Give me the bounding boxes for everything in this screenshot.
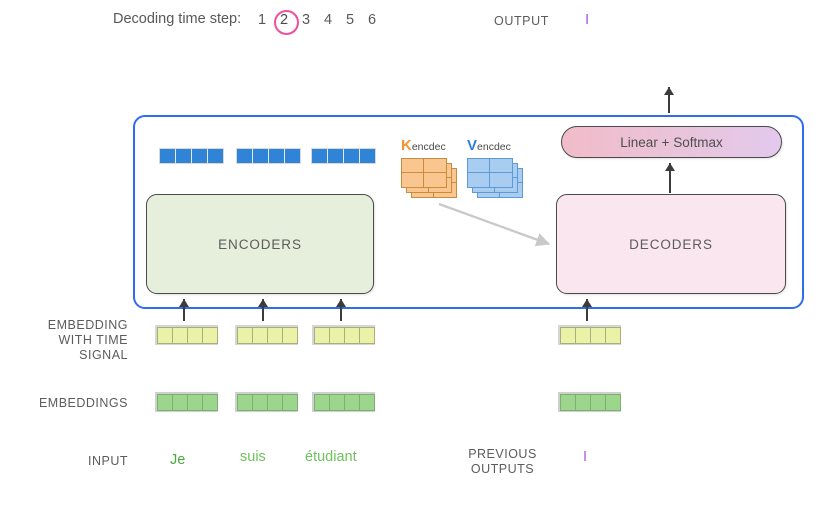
embedding-time-signal-line-3: SIGNAL — [79, 348, 128, 362]
linear-softmax-pill[interactable]: Linear + Softmax — [561, 126, 782, 158]
output-arrow-icon — [662, 87, 676, 113]
k-subscript: encdec — [411, 141, 446, 153]
encoder-output-vector-3 — [311, 148, 376, 164]
embedding-time-signal-label: EMBEDDING WITH TIME SIGNAL — [18, 318, 128, 363]
decoding-step-list: 1 2 3 4 5 6 — [251, 9, 383, 35]
input-word-suis: suis — [240, 449, 266, 465]
step-5[interactable]: 5 — [345, 12, 355, 28]
time-signal-vector-3 — [312, 325, 375, 345]
embedding-vector-3 — [312, 392, 375, 412]
embedding-vector-1 — [155, 392, 218, 412]
embedding-vector-2 — [235, 392, 298, 412]
kv-to-decoder-arrow-icon — [438, 202, 551, 247]
encoder-input-arrow-1-icon — [177, 299, 191, 321]
step-6[interactable]: 6 — [367, 12, 377, 28]
embedding-time-signal-line-1: EMBEDDING — [47, 318, 128, 332]
time-signal-vector-1 — [155, 325, 218, 345]
embeddings-label: EMBEDDINGS — [38, 396, 128, 410]
k-encdec-cards — [401, 158, 459, 200]
embedding-vector-decoder-1 — [558, 392, 621, 412]
previous-outputs-label: PREVIOUS OUTPUTS — [460, 447, 545, 477]
k-card-front — [401, 158, 447, 188]
input-word-etudiant: étudiant — [305, 449, 357, 465]
v-card-front — [467, 158, 513, 188]
decoder-input-arrow-1-icon — [580, 299, 594, 321]
v-symbol: V — [467, 137, 478, 154]
k-encdec-label: Kencdec — [401, 138, 459, 153]
v-encdec-label: Vencdec — [467, 138, 525, 153]
step-4[interactable]: 4 — [323, 12, 333, 28]
step-2-active[interactable]: 2 — [273, 9, 299, 35]
decoding-timestep-label: Decoding time step: — [113, 11, 242, 27]
embedding-time-signal-line-2: WITH TIME — [58, 333, 128, 347]
output-label: OUTPUT — [494, 14, 549, 28]
input-label: INPUT — [88, 454, 128, 468]
k-symbol: K — [401, 137, 412, 154]
step-1[interactable]: 1 — [257, 12, 267, 28]
encoder-output-vector-2 — [236, 148, 301, 164]
input-word-je: Je — [170, 452, 186, 468]
encoders-box[interactable]: ENCODERS — [146, 194, 374, 294]
v-encdec-cards — [467, 158, 525, 200]
previous-outputs-line-1: PREVIOUS — [468, 447, 537, 461]
time-signal-vector-2 — [235, 325, 298, 345]
time-signal-vector-decoder-1 — [558, 325, 621, 345]
previous-outputs-line-2: OUTPUTS — [470, 462, 535, 476]
output-token: I — [585, 11, 590, 28]
v-encdec-group: Vencdec — [467, 138, 525, 200]
step-3[interactable]: 3 — [301, 12, 311, 28]
previous-output-token: I — [583, 449, 588, 465]
decoders-box[interactable]: DECODERS — [556, 194, 786, 294]
encoder-output-vector-1 — [159, 148, 224, 164]
decoder-to-linear-arrow-icon — [663, 163, 677, 193]
k-encdec-group: Kencdec — [401, 138, 459, 200]
v-subscript: encdec — [477, 141, 511, 153]
encoder-input-arrow-3-icon — [334, 299, 348, 321]
encoder-input-arrow-2-icon — [256, 299, 270, 321]
